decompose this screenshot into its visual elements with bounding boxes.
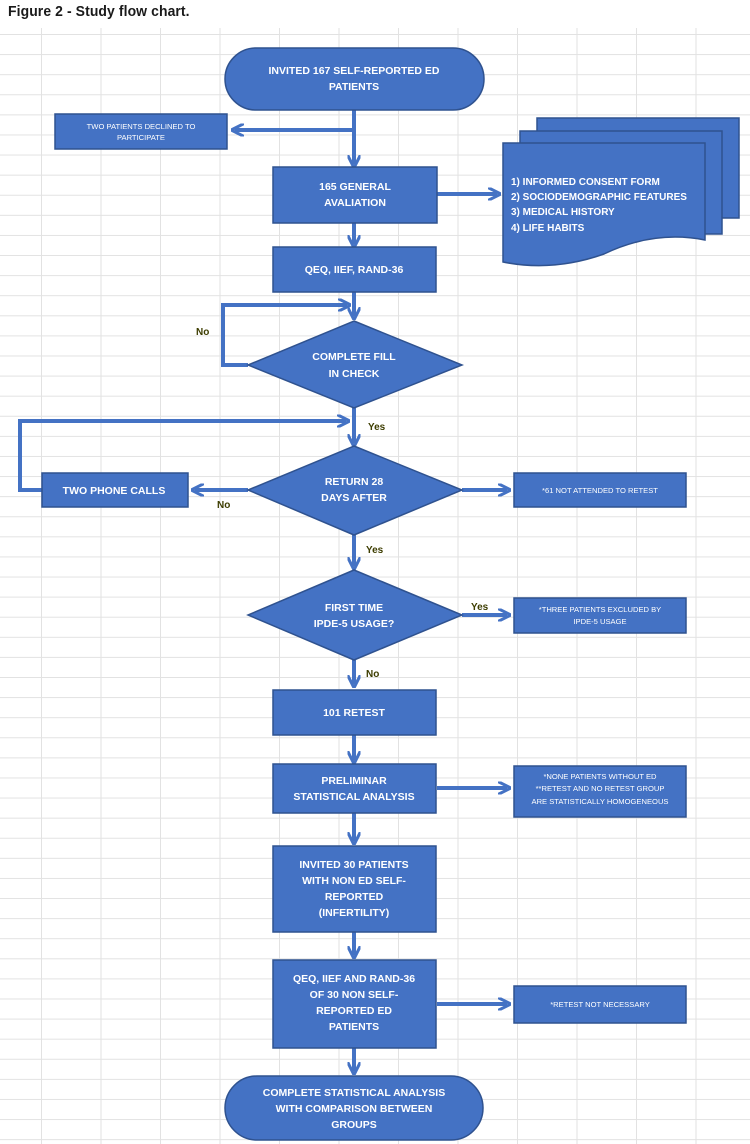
svg-text:REPORTED: REPORTED: [325, 891, 384, 903]
node-complete: COMPLETE STATISTICAL ANALYSIS WITH COMPA…: [224, 1075, 484, 1141]
svg-text:101 RETEST: 101 RETEST: [323, 707, 385, 719]
svg-text:COMPLETE STATISTICAL ANALYSIS: COMPLETE STATISTICAL ANALYSIS: [263, 1087, 445, 1099]
svg-text:QEQ, IIEF, RAND-36: QEQ, IIEF, RAND-36: [305, 264, 404, 276]
svg-text:IPDE-5 USAGE: IPDE-5 USAGE: [573, 617, 626, 626]
node-retest-not-needed: *RETEST NOT NECESSARY: [513, 985, 687, 1024]
node-qeq-30: QEQ, IIEF AND RAND-36 OF 30 NON SELF- RE…: [272, 959, 437, 1049]
arrow-check-no-loop: [221, 305, 347, 367]
svg-text:TWO PHONE CALLS: TWO PHONE CALLS: [63, 485, 166, 497]
svg-text:2) SOCIODEMOGRAPHIC FEATURES: 2) SOCIODEMOGRAPHIC FEATURES: [511, 192, 687, 203]
label-yes-fill: Yes: [368, 422, 386, 433]
svg-text:ARE STATISTICALLY HOMOGENEOUS: ARE STATISTICALLY HOMOGENEOUS: [532, 797, 669, 806]
label-no-fill: No: [196, 327, 209, 338]
svg-text:INVITED 167 SELF-REPORTED ED: INVITED 167 SELF-REPORTED ED: [269, 65, 440, 77]
node-invited: INVITED 167 SELF-REPORTED ED PATIENTS: [224, 47, 485, 111]
node-general: 165 GENERAL AVALIATION: [272, 166, 438, 224]
svg-text:INVITED 30 PATIENTS: INVITED 30 PATIENTS: [299, 859, 408, 871]
svg-text:PATIENTS: PATIENTS: [329, 81, 379, 93]
svg-text:3) MEDICAL HISTORY: 3) MEDICAL HISTORY: [511, 207, 615, 218]
node-documents: 1) INFORMED CONSENT FORM 2) SOCIODEMOGRA…: [502, 117, 740, 267]
svg-text:REPORTED ED: REPORTED ED: [316, 1005, 392, 1017]
svg-text:4) LIFE HABITS: 4) LIFE HABITS: [511, 223, 585, 234]
node-phone-calls: TWO PHONE CALLS: [41, 472, 189, 508]
figure-title: Figure 2 - Study flow chart.: [8, 3, 190, 20]
svg-text:GROUPS: GROUPS: [331, 1119, 377, 1131]
svg-text:TWO PATIENTS DECLINED TO: TWO PATIENTS DECLINED TO: [87, 122, 196, 131]
svg-text:**RETEST AND NO RETEST GROUP: **RETEST AND NO RETEST GROUP: [536, 784, 665, 793]
node-fill-check: COMPLETE FILL IN CHECK: [246, 320, 465, 409]
label-yes-first: Yes: [471, 602, 489, 613]
svg-text:*RETEST NOT NECESSARY: *RETEST NOT NECESSARY: [550, 1000, 650, 1009]
svg-text:*THREE PATIENTS EXCLUDED BY: *THREE PATIENTS EXCLUDED BY: [539, 605, 662, 614]
label-yes-return: Yes: [366, 545, 384, 556]
svg-text:WITH NON ED SELF-: WITH NON ED SELF-: [302, 875, 406, 887]
svg-text:PARTICIPATE: PARTICIPATE: [117, 133, 165, 142]
node-not-attended: *61 NOT ATTENDED TO RETEST: [513, 472, 687, 508]
svg-text:*61 NOT ATTENDED TO RETEST: *61 NOT ATTENDED TO RETEST: [542, 486, 658, 495]
svg-text:165 GENERAL: 165 GENERAL: [319, 181, 391, 193]
node-first-time: FIRST TIME IPDE-5 USAGE?: [246, 569, 464, 661]
svg-text:RETURN 28: RETURN 28: [325, 476, 384, 488]
label-no-return: No: [217, 500, 230, 511]
svg-text:IN CHECK: IN CHECK: [329, 368, 380, 380]
svg-text:OF 30 NON SELF-: OF 30 NON SELF-: [310, 989, 399, 1001]
node-questionnaires: QEQ, IIEF, RAND-36: [272, 246, 437, 293]
svg-text:QEQ, IIEF AND RAND-36: QEQ, IIEF AND RAND-36: [293, 973, 415, 985]
svg-text:IPDE-5 USAGE?: IPDE-5 USAGE?: [314, 618, 395, 630]
svg-text:*NONE PATIENTS WITHOUT ED: *NONE PATIENTS WITHOUT ED: [543, 772, 657, 781]
svg-text:PRELIMINAR: PRELIMINAR: [321, 775, 387, 787]
node-preliminar: PRELIMINAR STATISTICAL ANALYSIS: [272, 763, 437, 814]
svg-text:AVALIATION: AVALIATION: [324, 197, 386, 209]
svg-text:FIRST TIME: FIRST TIME: [325, 602, 383, 614]
connectors: [18, 110, 507, 1071]
svg-text:DAYS AFTER: DAYS AFTER: [321, 492, 387, 504]
arrow-phone-loop: [18, 421, 346, 492]
svg-text:STATISTICAL ANALYSIS: STATISTICAL ANALYSIS: [293, 791, 414, 803]
svg-text:PATIENTS: PATIENTS: [329, 1021, 379, 1033]
node-retest: 101 RETEST: [272, 689, 437, 736]
node-declined: TWO PATIENTS DECLINED TO PARTICIPATE: [54, 113, 228, 150]
svg-text:WITH COMPARISON BETWEEN: WITH COMPARISON BETWEEN: [276, 1103, 433, 1115]
node-return-28: RETURN 28 DAYS AFTER: [246, 445, 464, 536]
svg-text:COMPLETE FILL: COMPLETE FILL: [312, 351, 396, 363]
svg-text:1) INFORMED CONSENT FORM: 1) INFORMED CONSENT FORM: [511, 177, 660, 188]
node-homogeneous: *NONE PATIENTS WITHOUT ED **RETEST AND N…: [513, 765, 687, 818]
node-excluded: *THREE PATIENTS EXCLUDED BY IPDE-5 USAGE: [513, 597, 687, 634]
label-no-first: No: [366, 669, 379, 680]
node-invited-30: INVITED 30 PATIENTS WITH NON ED SELF- RE…: [272, 845, 437, 933]
svg-text:(INFERTILITY): (INFERTILITY): [319, 907, 390, 919]
